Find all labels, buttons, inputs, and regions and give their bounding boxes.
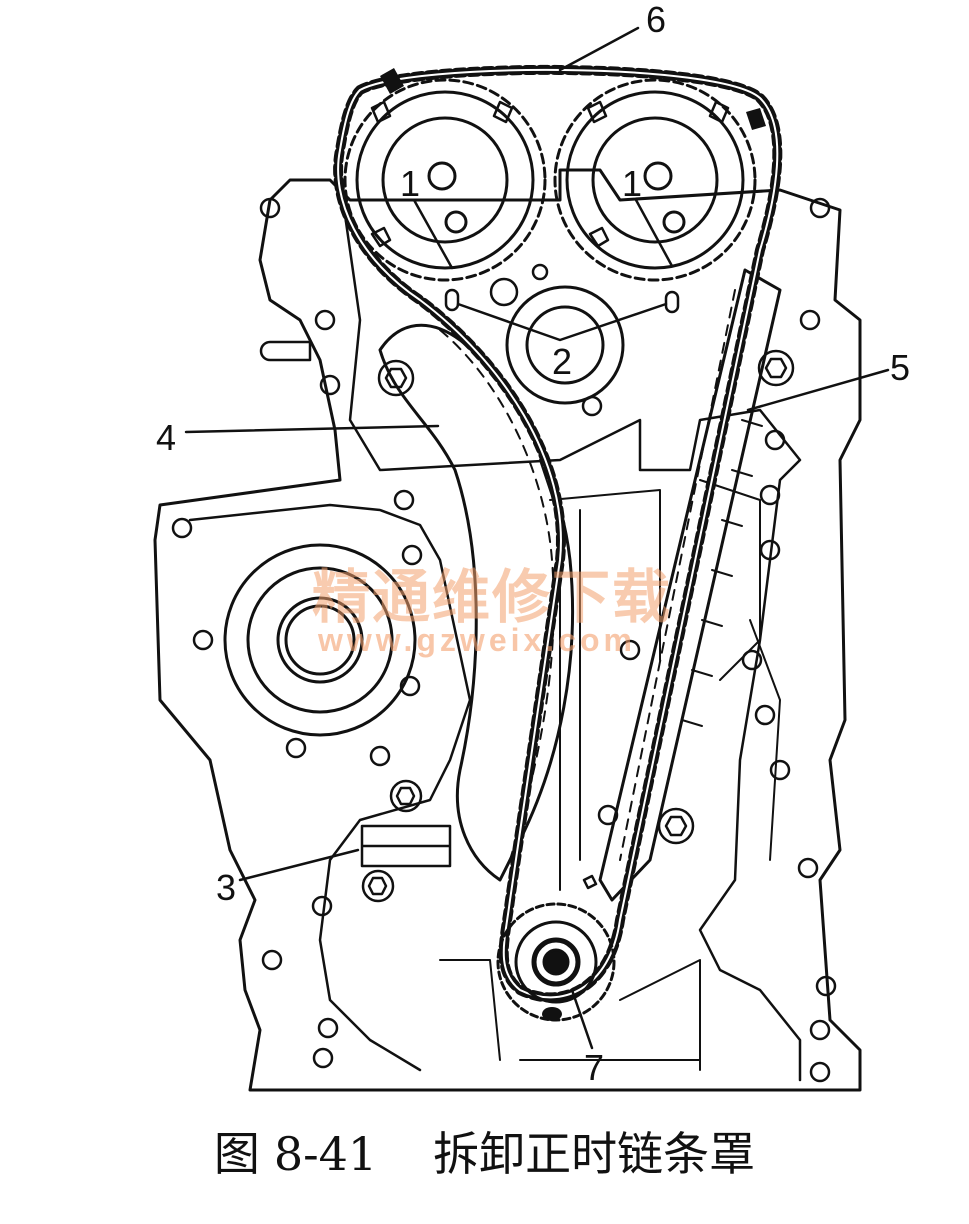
- leader-6: [558, 26, 640, 72]
- perimeter-bolt-holes: [259, 197, 837, 1083]
- block-inner-contour: [343, 213, 802, 1082]
- callout-7: 7: [584, 1047, 605, 1088]
- leader-1-left: [412, 198, 454, 270]
- chain-guide-fixed-teeth: [681, 419, 763, 727]
- watermark-url: www.gzweix.com: [318, 622, 636, 658]
- callout-1-left: 1: [400, 163, 421, 204]
- engine-block-outline: [153, 168, 862, 1092]
- cam-sprocket-right: [553, 78, 757, 282]
- callout-1-right: 1: [622, 163, 643, 204]
- crank-sprocket-mark: [542, 1007, 562, 1021]
- watermark-text: 精通维修下载: [312, 563, 673, 631]
- cam-sprocket-left: [343, 78, 547, 282]
- chain-guide-fixed-dashed: [619, 289, 736, 861]
- figure-prefix: 图: [213, 1127, 260, 1181]
- engine-timing-chain-diagram: [153, 26, 890, 1092]
- tensioner-housing: [444, 263, 680, 417]
- figure-number: 8-41: [273, 1127, 378, 1181]
- callout-5: 5: [890, 347, 911, 388]
- leader-7: [570, 988, 594, 1050]
- oil-pipe-stub: [259, 340, 312, 362]
- chain-marker-right: [746, 108, 766, 130]
- block-rib: [439, 959, 701, 1071]
- crank-sprocket: [496, 874, 616, 1022]
- leader-4: [184, 424, 440, 434]
- chain-tensioner: [360, 824, 452, 868]
- leader-1-right: [634, 198, 674, 268]
- front-housing: [171, 489, 423, 767]
- callout-4: 4: [156, 417, 177, 458]
- callout-2: 2: [552, 341, 573, 382]
- block-rib-3: [699, 479, 781, 861]
- figure-title: 拆卸正时链条罩: [433, 1127, 756, 1181]
- leader-5: [746, 368, 890, 412]
- callout-3: 3: [216, 867, 237, 908]
- leader-3: [238, 848, 360, 882]
- block-inner-contour-left: [188, 503, 472, 1072]
- callout-6: 6: [646, 0, 667, 40]
- timing-chain-inner: [337, 68, 779, 999]
- chain-marker-left: [380, 68, 404, 94]
- leader-2: [456, 302, 668, 342]
- leader-lines: [184, 26, 890, 1050]
